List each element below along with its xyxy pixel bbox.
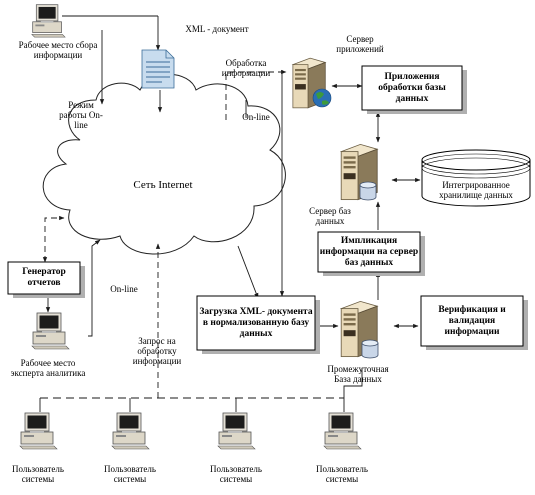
user-label: Пользователь системы: [104, 464, 156, 484]
analyst-workstation-icon: [31, 312, 70, 350]
user-label: Пользователь системы: [12, 464, 64, 484]
request-label: Запрос на обработку информации: [132, 336, 182, 366]
upload-xml-box: [196, 295, 320, 354]
user-label: Пользователь системы: [210, 464, 262, 484]
report-generator-box: [7, 261, 85, 298]
online-left-label: On-line: [110, 284, 138, 294]
workplace-collect-label: Рабочее место сбора информации: [18, 40, 98, 60]
app-server-label: Сервер приложений: [336, 34, 384, 54]
storage-drum-icon: [421, 149, 531, 207]
user-workstation-icon: [19, 412, 58, 450]
integrated-storage-label: Интегрированное хранилище данных: [439, 180, 513, 200]
database-cylinder-icon: [361, 339, 379, 359]
implication-label: Импликация информации на сервер баз данн…: [319, 235, 419, 268]
user-workstation-icon: [323, 412, 362, 450]
intermediate-db-label: Промежуточная База данных: [327, 364, 389, 384]
processing-label: Обработка информации: [221, 58, 271, 78]
analyst-workplace-label: Рабочее место эксперта аналитика: [10, 358, 86, 378]
db-apps-label: Приложения обработки базы данных: [378, 71, 446, 104]
user-label: Пользователь системы: [316, 464, 368, 484]
verification-box: [420, 295, 528, 350]
verification-label: Верификация и валидация информации: [438, 304, 506, 337]
online-cloud-right-label: On-line: [242, 112, 270, 122]
database-cylinder-icon: [359, 181, 377, 201]
globe-icon: [312, 88, 332, 108]
internet-label: Сеть Internet: [133, 179, 193, 191]
db-server-label: Сервер баз данных: [309, 206, 351, 226]
work-modes-label: Режим работы On-line: [59, 100, 103, 130]
db-apps-box: [361, 65, 467, 114]
xml-document-icon: [141, 49, 175, 89]
user-workstation-icon: [217, 412, 256, 450]
report-generator-label: Генератор отчетов: [22, 267, 66, 288]
xml-document-label: XML - документ: [185, 24, 249, 34]
upload-xml-label: Загрузка XML- документа в нормализованну…: [199, 306, 313, 339]
implication-box: [317, 231, 425, 276]
workstation-icon: [31, 4, 66, 38]
internet-cloud: [42, 73, 286, 255]
user-workstation-icon: [111, 412, 150, 450]
